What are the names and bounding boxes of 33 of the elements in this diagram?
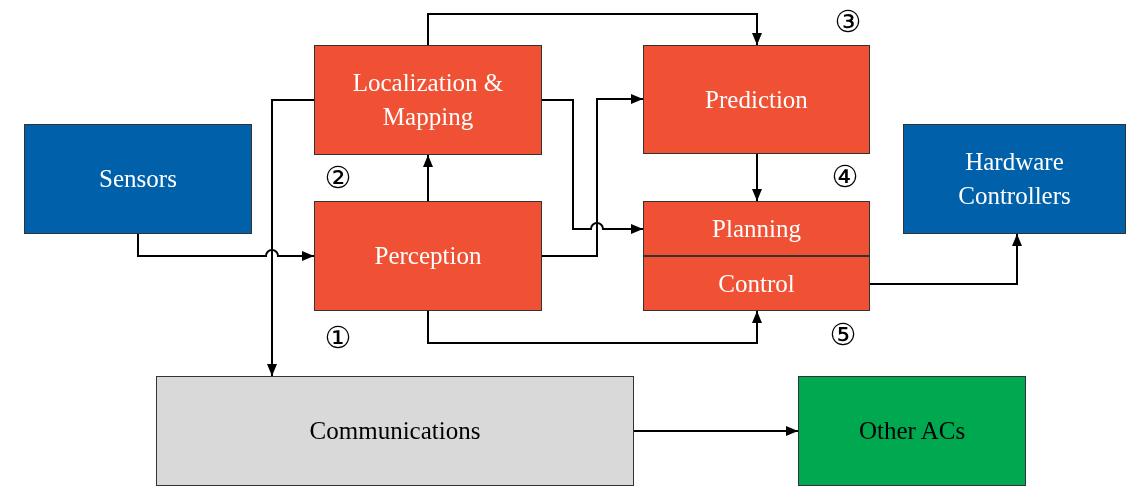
- arrow: [752, 153, 762, 202]
- callout-number: ①: [324, 323, 352, 353]
- box-label: Perception: [374, 241, 482, 271]
- process-box: [156, 376, 634, 486]
- box-label: Sensors: [99, 164, 177, 194]
- box-label: Control: [718, 268, 795, 299]
- arrow: [541, 99, 644, 234]
- arrow: [427, 310, 762, 344]
- arrow: [633, 426, 799, 436]
- process-box: [903, 124, 1126, 234]
- arrow: [869, 233, 1022, 285]
- callout-number: ③: [834, 7, 862, 37]
- process-box: [314, 45, 542, 155]
- callout-number: ④: [831, 162, 859, 192]
- callout-number: ⑤: [829, 320, 857, 350]
- process-box: [24, 124, 252, 234]
- box-label: Prediction: [705, 84, 808, 115]
- box-label: Other ACs: [858, 416, 966, 446]
- arrow: [427, 13, 762, 46]
- arrow: [137, 233, 315, 261]
- process-box: [314, 201, 542, 311]
- process-box: [643, 201, 870, 256]
- process-box: [643, 256, 870, 311]
- process-box: [643, 45, 870, 154]
- process-box: [798, 376, 1026, 486]
- arrow: [541, 94, 644, 257]
- box-label: Hardware Controllers: [957, 147, 1072, 211]
- arrow: [267, 99, 315, 377]
- box-label: Localization & Mapping: [351, 68, 505, 132]
- arrow: [423, 154, 433, 202]
- callout-number: ②: [324, 163, 352, 193]
- box-label: Planning: [712, 213, 801, 244]
- box-label: Communications: [309, 416, 481, 446]
